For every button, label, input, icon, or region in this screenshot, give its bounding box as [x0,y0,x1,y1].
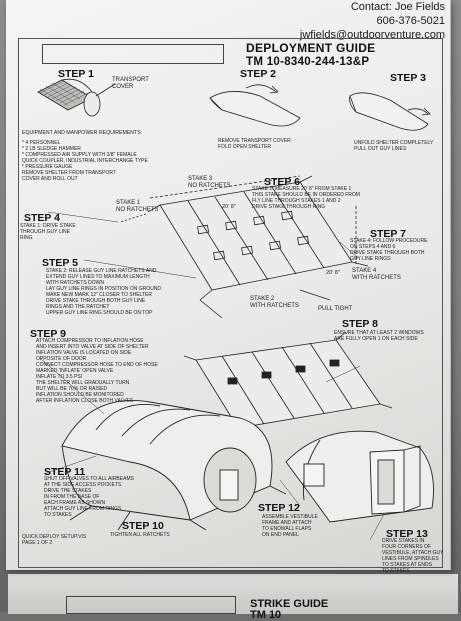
blank-title-box [42,44,224,64]
strike-guide-title: STRIKE GUIDE [250,598,329,610]
tm-number: TM 10-8340-244-13&P [246,56,370,68]
pull-tight-label: PULL TIGHT [318,306,353,312]
step7-instructions: STAKE 4: FOLLOW PROCEDURE ON STEPS 4 AND… [350,238,428,262]
stake1-label: STAKE 1 NO RATCHETS [116,200,159,213]
step2-heading: STEP 2 [240,68,276,80]
guide-frame [18,38,443,568]
step10-heading: STEP 10 [122,520,164,532]
equipment-list: * 4 PERSONNEL * 2 LB SLEDGE HAMMER * COM… [22,140,148,170]
second-page-edge [8,574,458,614]
equipment-heading: EQUIPMENT AND MANPOWER REQUIREMENTS: [22,130,143,136]
step8-heading: STEP 8 [342,318,378,330]
strike-guide-tm: TM 10 [250,609,282,621]
step13-instructions: DRIVE STAKES IN FOUR CORNERS OF VESTIBUL… [382,538,444,574]
stake2-label: STAKE 2 WITH RATCHETS [250,296,299,309]
step12-instructions: ASSEMBLE VESTIBULE FRAME AND ATTACH TO E… [262,514,318,538]
stake-layout-illustration [119,175,369,319]
step3-heading: STEP 3 [390,72,426,84]
transport-cover-label: TRANSPORT COVER [112,77,149,90]
step11-instructions: SHUT OFF VALVES TO ALL AIRBEAMS AT THE S… [44,476,134,518]
step3-unfold-illustration [349,92,431,131]
contact-phone: 606-376-5021 [376,15,445,27]
step11-heading: STEP 11 [44,466,86,478]
step6-instructions: STAKE 2: MEASURE 20' 8" FROM STAKE 1 THI… [252,186,360,210]
strike-blank-box [66,596,236,614]
dimension-top: 20' 8" [222,204,236,210]
vestibule-shelter-illustration [285,430,434,523]
page-footer: QUICK DEPLOY SETUP.VIS PAGE 1 OF 2 [22,534,87,546]
step13-heading: STEP 13 [386,528,428,540]
dimension-right: 20' 8" [326,270,340,276]
step6-heading: STEP 6 [264,176,300,188]
step5-instructions: STAKE 2: RELEASE GUY LINE RATCHETS AND E… [46,268,162,316]
step5-heading: STEP 5 [42,257,78,269]
inflated-shelter-illustration [61,400,287,531]
step1-instructions: REMOVE SHELTER FROM TRANSPORT COVER AND … [22,170,116,182]
step2-instructions: REMOVE TRANSPORT COVER FOLD OPEN SHELTER [218,138,291,150]
step9-heading: STEP 9 [30,328,66,340]
contact-name: Contact: Joe Fields [350,1,445,13]
step1-heading: STEP 1 [58,68,94,80]
step9-instructions: ATTACH COMPRESSOR TO INFLATION HOSE AND … [36,338,158,404]
step8-instructions: ENSURE THAT AT LEAST 2 WINDOWS ARE FULLY… [334,330,424,342]
step4-heading: STEP 4 [24,212,60,224]
step3-instructions: UNFOLD SHELTER COMPLETELY PULL OUT GUY L… [354,140,434,152]
step7-heading: STEP 7 [370,228,406,240]
guide-title: DEPLOYMENT GUIDE [246,41,376,55]
stake4-label: STAKE 4 WITH RATCHETS [352,268,401,281]
step10-instructions: TIGHTEN ALL RATCHETS [110,532,170,538]
leader-lines [39,211,385,541]
step12-heading: STEP 12 [258,502,300,514]
stake3-label: STAKE 3 NO RATCHETS [188,176,231,189]
step1-shelter-roll-illustration [37,78,116,117]
step8-shelter-flat-illustration [183,331,393,437]
step2-fold-open-illustration [209,84,301,127]
step4-instructions: STAKE 1: DRIVE STAKE THROUGH GUY LINE RI… [20,223,76,241]
